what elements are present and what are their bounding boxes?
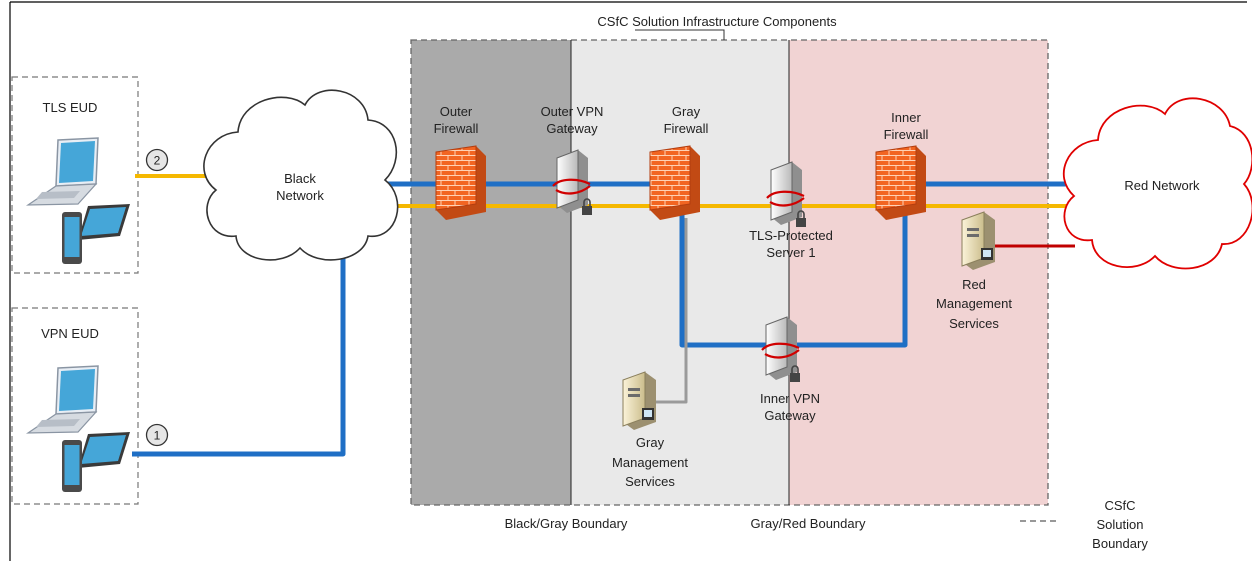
laptop-icon: [25, 365, 99, 434]
lock-icon: [582, 198, 592, 215]
vpn-badge: 1: [145, 423, 169, 447]
tls-protected-server: TLS-Protected Server 1: [749, 161, 833, 260]
vpn-server-icon: [552, 149, 591, 213]
brick-wall-icon: [649, 145, 700, 220]
lock-icon: [790, 365, 800, 382]
gray-firewall: Gray Firewall: [649, 104, 709, 220]
black-zone: [411, 40, 571, 505]
tls-server-icon: [766, 161, 805, 225]
gray-firewall-label-1: Gray: [672, 104, 701, 119]
gray-mgmt-label-3: Services: [625, 474, 675, 489]
red-network-label: Red Network: [1124, 178, 1200, 193]
outer-firewall: Outer Firewall: [434, 104, 486, 220]
infrastructure-title: CSfC Solution Infrastructure Components: [597, 14, 837, 29]
vpn-eud-label: VPN EUD: [41, 326, 99, 341]
title-callout: CSfC Solution Infrastructure Components: [597, 14, 837, 40]
outer-firewall-label-1: Outer: [440, 104, 473, 119]
phone-icon: [62, 212, 82, 264]
gray-firewall-label-2: Firewall: [664, 121, 709, 136]
tls-eud-label: TLS EUD: [43, 100, 98, 115]
inner-vpn-gateway: Inner VPN Gateway: [760, 316, 820, 423]
black-network-label-1: Black: [284, 171, 316, 186]
legend-label-1: CSfC: [1104, 498, 1135, 513]
inner-firewall-label-1: Inner: [891, 110, 921, 125]
inner-vpn-label-2: Gateway: [764, 408, 816, 423]
inner-firewall: Inner Firewall: [875, 110, 929, 220]
mgmt-server-icon: [961, 211, 995, 270]
tls-server-label-1: TLS-Protected: [749, 228, 833, 243]
red-zone: [789, 40, 1048, 505]
black-network-cloud: Black Network: [203, 89, 399, 261]
red-mgmt-label-1: Red: [962, 277, 986, 292]
laptop-icon: [25, 137, 99, 206]
vpn-eud-devices: VPN EUD 1: [25, 326, 169, 492]
red-network-cloud: Red Network: [1062, 97, 1252, 270]
red-mgmt-label-2: Management: [936, 296, 1012, 311]
vpn-link-eud-black: [132, 258, 346, 457]
legend: CSfC Solution Boundary: [1020, 498, 1148, 551]
outer-vpn-label-2: Gateway: [546, 121, 598, 136]
outer-vpn-label-1: Outer VPN: [541, 104, 604, 119]
black-network-label-2: Network: [276, 188, 324, 203]
tls-badge-number: 2: [154, 154, 161, 168]
outer-vpn-gateway: Outer VPN Gateway: [541, 104, 604, 215]
brick-wall-icon: [875, 145, 926, 220]
inner-firewall-label-2: Firewall: [884, 127, 929, 142]
zones: [410, 39, 1049, 506]
tls-eud-devices: TLS EUD 2: [25, 100, 169, 264]
csfc-solution-boundary: [410, 39, 1049, 506]
legend-label-3: Boundary: [1092, 536, 1148, 551]
red-mgmt-label-3: Services: [949, 316, 999, 331]
vpn-server-icon: [761, 316, 800, 380]
tablet-icon: [78, 432, 130, 468]
vpn-badge-number: 1: [154, 429, 161, 443]
tls-server-label-2: Server 1: [766, 245, 815, 260]
gray-management-services: Gray Management Services: [612, 371, 688, 489]
tls-badge: 2: [145, 148, 169, 172]
legend-label-2: Solution: [1097, 517, 1144, 532]
red-management-services: Red Management Services: [936, 211, 1012, 331]
black-gray-boundary-label: Black/Gray Boundary: [505, 516, 628, 531]
gray-mgmt-label-2: Management: [612, 455, 688, 470]
lock-icon: [796, 210, 806, 227]
inner-vpn-label-1: Inner VPN: [760, 391, 820, 406]
mgmt-server-icon: [622, 371, 656, 430]
brick-wall-icon: [435, 145, 486, 220]
phone-icon: [62, 440, 82, 492]
gray-mgmt-link: [655, 218, 688, 404]
gray-mgmt-label-1: Gray: [636, 435, 665, 450]
outer-firewall-label-2: Firewall: [434, 121, 479, 136]
gray-red-boundary-label: Gray/Red Boundary: [751, 516, 866, 531]
tablet-icon: [78, 204, 130, 240]
